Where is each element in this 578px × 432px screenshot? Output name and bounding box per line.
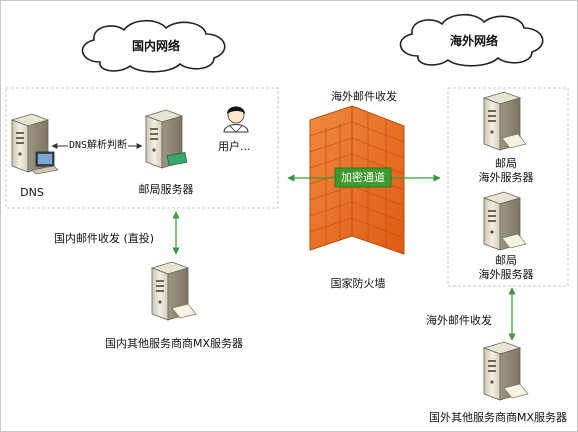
domestic-mx-server-label: 国内其他服务商商MX服务器 — [104, 337, 244, 350]
overseas-server-2-icon — [483, 191, 527, 251]
overseas-cloud-shape — [399, 13, 544, 67]
overseas-network-title: 海外网络 — [449, 34, 499, 48]
overseas-server-1-icon — [483, 91, 527, 151]
overseas-server-2-label-line1: 邮局 — [495, 254, 517, 267]
dns-label: DNS — [20, 186, 44, 199]
firewall-name: 国家防火墙 — [330, 277, 386, 290]
mail-server-icon — [145, 109, 188, 169]
tunnel-label-box — [334, 167, 392, 188]
overseas-mx-server-label: 国外其他服务商商MX服务器 — [428, 411, 568, 424]
overseas-link-label: 海外邮件收发 — [426, 314, 492, 327]
dns-link-label: DNS解析判断 — [68, 139, 129, 152]
domestic-link-label: 国内邮件收发 (直投) — [54, 232, 155, 245]
dns-server-icon — [11, 113, 59, 175]
firewall-top-label: 海外邮件收发 — [331, 90, 397, 103]
overseas-server-2-label-line2: 海外服务器 — [478, 268, 534, 281]
domestic-cloud-shape — [81, 19, 226, 73]
mail-server-label: 邮局服务器 — [138, 183, 194, 196]
overseas-zone-box — [447, 87, 569, 287]
user-icon — [223, 106, 249, 133]
overseas-server-1-label-line1: 邮局 — [495, 157, 517, 170]
tunnel-label: 加密通道 — [341, 171, 385, 184]
overseas-mx-server-icon — [483, 341, 529, 401]
overseas-server-1-label-line2: 海外服务器 — [478, 171, 534, 184]
domestic-network-title: 国内网络 — [131, 39, 181, 53]
domestic-zone-box — [5, 87, 279, 209]
domestic-mx-server-icon — [151, 261, 197, 321]
user-label: 用户... — [218, 140, 251, 153]
